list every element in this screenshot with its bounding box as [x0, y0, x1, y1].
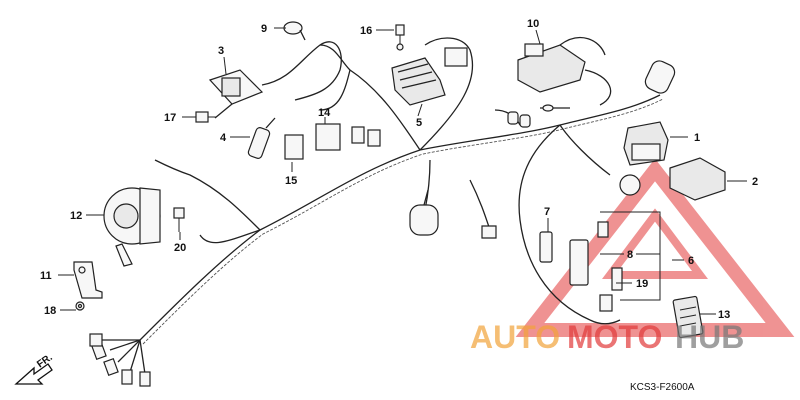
relay-block	[284, 123, 381, 160]
horn-bolt	[173, 207, 185, 232]
watermark-part3: HUB	[675, 319, 744, 355]
watermark-text: AUTO MOTO HUB	[470, 319, 744, 355]
ground-terminal	[481, 225, 497, 239]
regulator-rectifier	[391, 47, 468, 106]
horn	[103, 187, 161, 267]
callout-14: 14	[318, 107, 331, 119]
fuse-holder	[569, 174, 641, 312]
turn-signal-relay	[669, 157, 726, 201]
callout-2: 2	[752, 176, 758, 188]
callout-19: 19	[636, 278, 648, 290]
callout-9: 9	[261, 23, 267, 35]
ignition-coil	[208, 41, 342, 119]
callout-13: 13	[718, 309, 730, 321]
callout-4: 4	[220, 132, 227, 144]
starter-relay	[644, 60, 676, 94]
bullet-connectors	[507, 104, 570, 128]
watermark-part1: AUTO	[470, 319, 560, 355]
connector-block	[623, 121, 669, 166]
callout-6: 6	[688, 255, 694, 267]
callout-labels: 1 2 3 4 5 6 7 8 9 10 11 12 13 14 15 16 1…	[40, 18, 758, 321]
callout-20: 20	[174, 242, 186, 254]
callout-8: 8	[627, 249, 633, 261]
callout-15: 15	[285, 175, 297, 187]
callout-16: 16	[360, 25, 372, 37]
coil-bolt	[195, 111, 216, 123]
callout-1: 1	[694, 132, 700, 144]
cdi-unit	[517, 36, 612, 106]
callout-11: 11	[40, 270, 52, 282]
callout-3: 3	[218, 45, 224, 57]
callout-7: 7	[544, 206, 550, 218]
spark-plug-cap	[247, 117, 276, 159]
callout-18: 18	[44, 305, 56, 317]
fuse-box	[672, 295, 704, 339]
sensor-cylinder	[409, 189, 439, 236]
watermark-part2: MOTO	[567, 319, 662, 355]
fuse	[539, 231, 553, 263]
wire-clamp	[283, 21, 306, 41]
mounting-bracket	[73, 261, 103, 299]
bracket-bolt	[75, 301, 85, 311]
leader-lines	[58, 27, 747, 315]
diagram-code: KCS3-F2600A	[630, 382, 695, 393]
mounting-bolt	[395, 24, 405, 51]
callout-12: 12	[70, 210, 82, 222]
front-direction-arrow: FR.	[14, 352, 55, 385]
callout-10: 10	[527, 18, 539, 30]
watermark-triangle	[515, 158, 795, 337]
callout-5: 5	[416, 117, 422, 129]
callout-17: 17	[164, 112, 176, 124]
front-label: FR.	[35, 352, 55, 370]
